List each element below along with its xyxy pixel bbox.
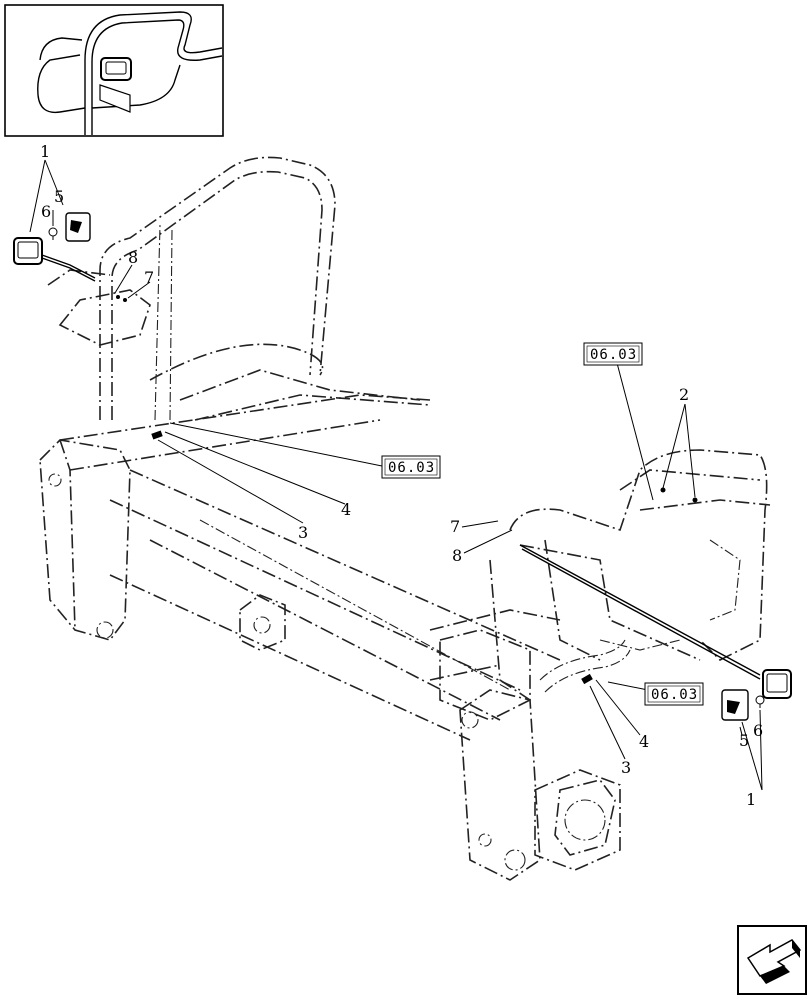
callout-left-8: 8 xyxy=(128,248,138,267)
callout-left-5: 5 xyxy=(54,187,64,206)
callout-mid-4: 4 xyxy=(341,500,351,519)
ref-top-right-text: 06.03 xyxy=(590,347,637,363)
callout-left-6: 6 xyxy=(41,202,51,221)
detail-inset xyxy=(4,4,224,137)
callout-labels: 1 5 6 8 7 3 4 2 7 8 4 3 5 6 1 xyxy=(40,142,763,809)
lamp-icon xyxy=(100,57,132,81)
ref-bottom-right-text: 06.03 xyxy=(651,687,698,703)
leader-lines xyxy=(29,159,763,791)
connector-left-icon xyxy=(151,430,163,440)
rivet-icon xyxy=(660,487,666,493)
lamp-left xyxy=(13,237,96,282)
callout-right-4: 4 xyxy=(639,732,649,751)
screw-left-icon xyxy=(116,295,120,299)
reflector-right xyxy=(721,689,749,721)
ref-box-top-right[interactable]: 06.03 xyxy=(583,342,643,366)
bulb-right-icon xyxy=(755,695,765,708)
lamp-right xyxy=(762,669,792,699)
callout-right-8: 8 xyxy=(452,546,462,565)
callout-right-6: 6 xyxy=(753,721,763,740)
bracket-icon xyxy=(99,84,131,113)
bulb-left-icon xyxy=(48,227,58,240)
reflector-left xyxy=(65,212,91,242)
callout-right-5: 5 xyxy=(739,731,749,750)
ref-box-center[interactable]: 06.03 xyxy=(381,455,441,479)
callout-left-7: 7 xyxy=(144,268,154,287)
callout-left-1: 1 xyxy=(40,142,50,161)
navigation-arrow-icon[interactable] xyxy=(737,925,807,995)
callout-mid-3: 3 xyxy=(298,523,308,542)
machine-frame xyxy=(39,156,771,881)
callout-right-7: 7 xyxy=(450,517,460,536)
callout-right-1: 1 xyxy=(746,790,756,809)
callout-right-3: 3 xyxy=(621,758,631,777)
connector-right-icon xyxy=(581,673,593,685)
callout-right-2: 2 xyxy=(679,385,689,404)
nut-left-icon xyxy=(123,298,127,302)
rivet-icon xyxy=(692,497,698,503)
ref-center-text: 06.03 xyxy=(388,460,435,476)
ref-box-bottom-right[interactable]: 06.03 xyxy=(644,682,704,706)
